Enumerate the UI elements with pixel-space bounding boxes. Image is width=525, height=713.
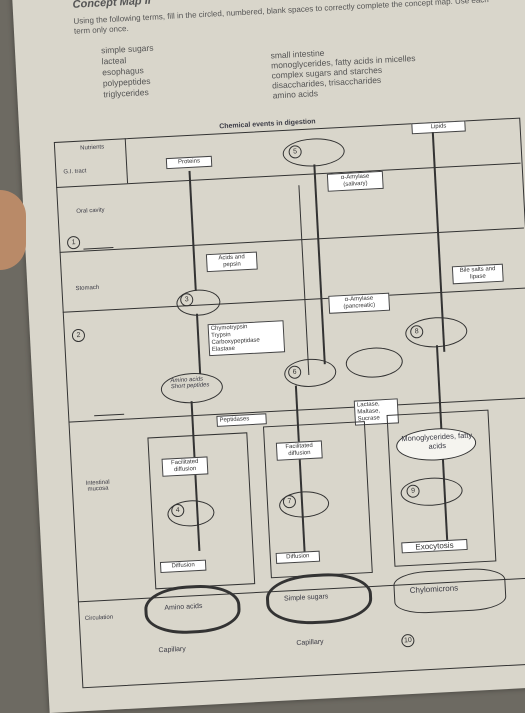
bile-salts-lipase-label: Bile salts and lipase	[451, 263, 504, 285]
term-right: amino acids	[272, 88, 319, 101]
capillary-label-1: Capillary	[158, 645, 186, 655]
diffusion-2: Diffusion	[275, 550, 321, 564]
thumb	[0, 190, 26, 270]
row-stomach: Stomach	[75, 284, 100, 293]
amino-short-peptides: Amino acids Short peptides	[170, 376, 210, 391]
term-left: simple sugars	[100, 42, 154, 56]
term-left: lacteal	[101, 55, 127, 67]
pancreatic-enzymes: Chymotrypsin Trypsin Carboxypeptidase El…	[207, 320, 286, 357]
row-intestinal-mucosa: Intestinal mucosa	[85, 479, 110, 493]
pancreatic-amylase-label: α-Amylase (pancreatic)	[328, 292, 391, 314]
page-title: Concept Map II	[72, 0, 152, 11]
salivary-amylase-label: α-Amylase (salivary)	[326, 170, 384, 192]
corner-nutrients: Nutrients	[80, 144, 105, 152]
capillary-label-2: Capillary	[296, 638, 324, 648]
acids-pepsin-label: Acids and pepsin	[205, 251, 258, 273]
term-left: triglycerides	[103, 86, 149, 100]
worksheet-page: Concept Map II Using the following terms…	[12, 0, 525, 713]
